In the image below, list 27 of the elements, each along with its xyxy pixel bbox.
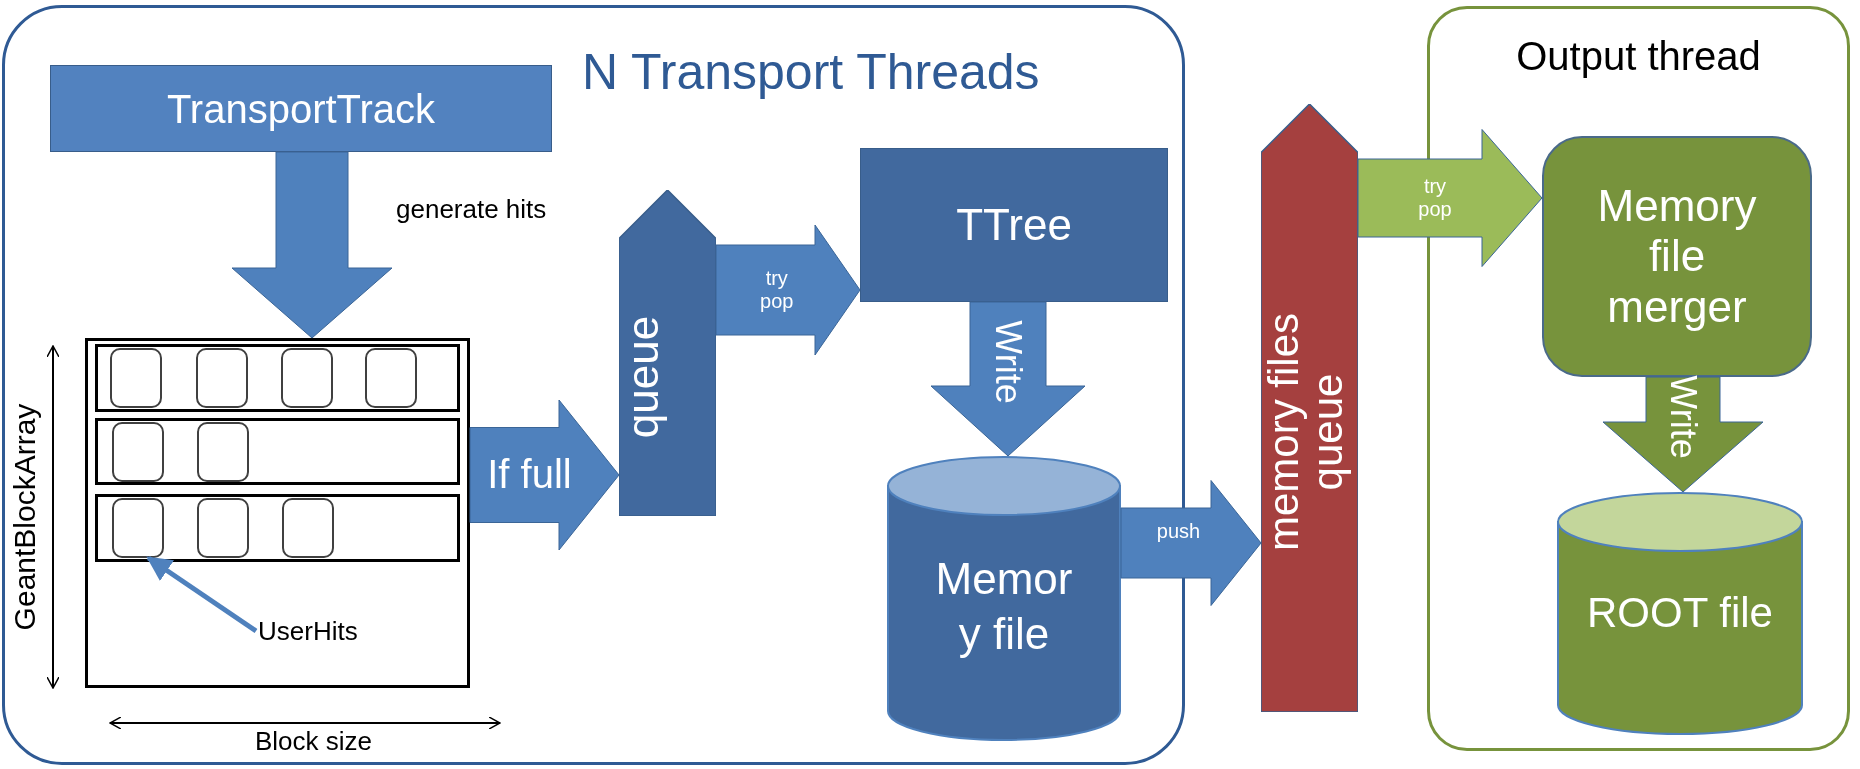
node-label: Output thread — [1515, 36, 1762, 76]
leader-line — [146, 555, 258, 634]
edge-label: try pop — [759, 267, 795, 313]
edge-label: If full — [486, 451, 573, 497]
block-arrow — [1357, 129, 1543, 267]
node-label: ROOT file — [1586, 588, 1774, 638]
edge-label: push — [1155, 520, 1202, 543]
edge-label: generate hits — [396, 196, 547, 222]
node-label: N Transport Threads — [582, 47, 1040, 97]
block-arrow — [715, 224, 861, 356]
dimension-label: Block size — [255, 728, 373, 754]
dimension-label: GeantBlockArray — [10, 402, 40, 633]
block-arrow — [1602, 376, 1764, 493]
node-label: memory files queue — [1261, 312, 1350, 554]
edge-label: Write — [1665, 374, 1701, 461]
edge-label: try pop — [1417, 175, 1453, 221]
block-arrow — [930, 301, 1086, 457]
node-label: TransportTrack — [166, 85, 436, 132]
block-arrow — [1120, 480, 1262, 606]
node-label: Memory file merger — [1596, 180, 1758, 333]
node-label: Memor y file — [934, 553, 1074, 660]
block-arrow — [231, 151, 393, 339]
edge-label: Write — [990, 318, 1026, 406]
node-label: queue — [619, 315, 666, 441]
node-label: UserHits — [258, 615, 358, 648]
block-arrow — [469, 399, 620, 551]
node-label: TTree — [956, 199, 1072, 251]
